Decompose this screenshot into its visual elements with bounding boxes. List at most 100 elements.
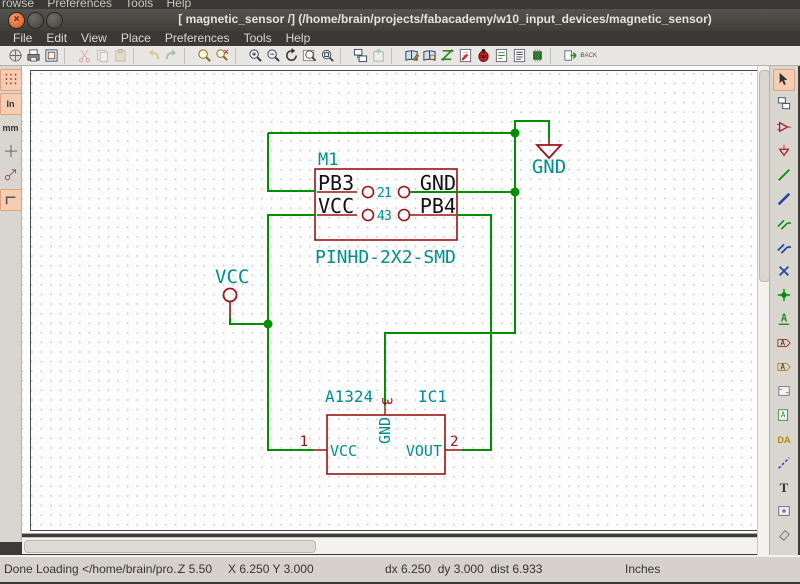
- redo-icon[interactable]: [162, 47, 180, 65]
- hv-orientation-button[interactable]: [0, 189, 22, 211]
- page-settings-icon[interactable]: [42, 47, 60, 65]
- wires[interactable]: [229, 120, 550, 451]
- menu-view[interactable]: View: [81, 31, 107, 45]
- maximize-button[interactable]: [46, 12, 63, 29]
- bom-icon[interactable]: [510, 47, 528, 65]
- gnd-label[interactable]: GND: [532, 156, 566, 178]
- wire-pb3[interactable]: [267, 133, 316, 192]
- library-browser-icon[interactable]: [420, 47, 438, 65]
- gnd-triangle[interactable]: [534, 144, 564, 160]
- m1-pin-circle[interactable]: [361, 208, 375, 222]
- ic1-body[interactable]: [326, 414, 446, 475]
- m1-reference[interactable]: M1: [318, 150, 338, 170]
- junction-dot[interactable]: [510, 187, 520, 197]
- menu-file[interactable]: File: [13, 31, 33, 45]
- no-connect-button[interactable]: [773, 261, 795, 283]
- place-junction-button[interactable]: [773, 285, 795, 307]
- power-gnd[interactable]: GND: [532, 139, 566, 178]
- m1-pin-circle[interactable]: [361, 185, 375, 199]
- horizontal-scrollbar[interactable]: [22, 537, 757, 554]
- component-ic1[interactable]: A1324 IC1 1 2 3 VCC VOUT GND: [300, 387, 462, 475]
- ic1-value[interactable]: A1324: [325, 387, 373, 406]
- m1-pin-circle[interactable]: [397, 185, 411, 199]
- hierarchy-nav-button[interactable]: [773, 93, 795, 115]
- place-component-button[interactable]: [773, 117, 795, 139]
- graphic-line-button[interactable]: [773, 453, 795, 475]
- ic1-pin-name-vout[interactable]: VOUT: [406, 442, 442, 460]
- horizontal-scrollbar-thumb[interactable]: [24, 540, 316, 553]
- grid-toggle-button[interactable]: [0, 69, 22, 91]
- find-icon[interactable]: [195, 47, 213, 65]
- copy-icon[interactable]: [93, 47, 111, 65]
- units-mm-button[interactable]: mm: [0, 117, 22, 139]
- net-label-button[interactable]: A: [773, 309, 795, 331]
- menu-help[interactable]: Help: [285, 31, 311, 45]
- netlist-icon[interactable]: [492, 47, 510, 65]
- text-tool-button[interactable]: T: [773, 477, 795, 499]
- back-annotate-icon[interactable]: BACK: [579, 47, 597, 65]
- hierarchy-icon[interactable]: [351, 47, 369, 65]
- cursor-tool-button[interactable]: [773, 69, 795, 91]
- zoom-selection-icon[interactable]: [318, 47, 336, 65]
- annotate-icon[interactable]: [456, 47, 474, 65]
- image-tool-button[interactable]: [773, 501, 795, 523]
- menu-edit[interactable]: Edit: [46, 31, 68, 45]
- wire-vcc[interactable]: [267, 214, 316, 451]
- run-cvpcb-icon[interactable]: [438, 47, 456, 65]
- menu-preferences[interactable]: Preferences: [164, 31, 230, 45]
- component-m1[interactable]: M1 PINHD-2X2-SMD PB3 GND VCC PB4 2 1 4 3: [314, 150, 458, 268]
- erc-icon[interactable]: [474, 47, 492, 65]
- wire-pb4-vout[interactable]: [457, 214, 492, 451]
- delete-tool-button[interactable]: [773, 525, 795, 547]
- menu-place[interactable]: Place: [120, 31, 151, 45]
- m1-body[interactable]: [314, 168, 458, 241]
- import-sheet-pin-button[interactable]: A: [773, 405, 795, 427]
- export-pcbnew-icon[interactable]: [561, 47, 579, 65]
- ic1-pin-stubs[interactable]: [313, 403, 462, 451]
- print-icon[interactable]: [24, 47, 42, 65]
- units-inch-button[interactable]: In: [0, 93, 22, 115]
- ic1-reference[interactable]: IC1: [418, 387, 447, 406]
- redraw-icon[interactable]: [282, 47, 300, 65]
- leave-sheet-icon[interactable]: [369, 47, 387, 65]
- library-editor-icon[interactable]: [402, 47, 420, 65]
- minimize-button[interactable]: [27, 12, 44, 29]
- menu-tools[interactable]: Tools: [243, 31, 272, 45]
- junction-dot[interactable]: [263, 319, 273, 329]
- global-label-button[interactable]: A: [773, 333, 795, 355]
- undo-icon[interactable]: [144, 47, 162, 65]
- m1-pin-circle[interactable]: [397, 208, 411, 222]
- junctions[interactable]: [263, 128, 520, 329]
- cursor-shape-button[interactable]: [0, 141, 22, 163]
- wire-entry-button[interactable]: [773, 213, 795, 235]
- zoom-in-icon[interactable]: [246, 47, 264, 65]
- ic1-pin-name-gnd[interactable]: GND: [376, 417, 394, 444]
- vcc-circle[interactable]: [222, 287, 238, 303]
- cut-icon[interactable]: [75, 47, 93, 65]
- ic1-pin-name-vcc[interactable]: VCC: [330, 442, 357, 460]
- find-replace-icon[interactable]: [213, 47, 231, 65]
- bus-entry-button[interactable]: [773, 237, 795, 259]
- hierarchical-sheet-button[interactable]: [773, 381, 795, 403]
- titlebar[interactable]: × [ magnetic_sensor /] (/home/brain/proj…: [0, 9, 800, 32]
- wire-vcc-symbol[interactable]: [229, 317, 268, 325]
- wire-gnd-symbol[interactable]: [514, 120, 550, 139]
- assign-footprints-icon[interactable]: [528, 47, 546, 65]
- power-vcc[interactable]: VCC: [215, 266, 249, 317]
- zoom-out-icon[interactable]: [264, 47, 282, 65]
- hidden-pins-button[interactable]: [0, 165, 22, 187]
- m1-pin-circles[interactable]: [361, 185, 411, 222]
- place-sheet-pin-button[interactable]: DA: [773, 429, 795, 451]
- zoom-fit-icon[interactable]: [300, 47, 318, 65]
- hierarchical-label-button[interactable]: A: [773, 357, 795, 379]
- paste-icon[interactable]: [111, 47, 129, 65]
- junction-dot[interactable]: [510, 128, 520, 138]
- m1-pin-name-vcc[interactable]: VCC: [318, 194, 354, 218]
- m1-pin-name-pb4[interactable]: PB4: [420, 194, 456, 218]
- wire-gnd-to-ic[interactable]: [384, 192, 516, 405]
- vcc-label[interactable]: VCC: [215, 266, 249, 288]
- place-power-button[interactable]: [773, 141, 795, 163]
- background-menu-fragment[interactable]: rowse Preferences Tools Help: [2, 0, 192, 9]
- m1-value[interactable]: PINHD-2X2-SMD: [315, 247, 456, 268]
- m1-pin-name-pb3[interactable]: PB3: [318, 171, 354, 195]
